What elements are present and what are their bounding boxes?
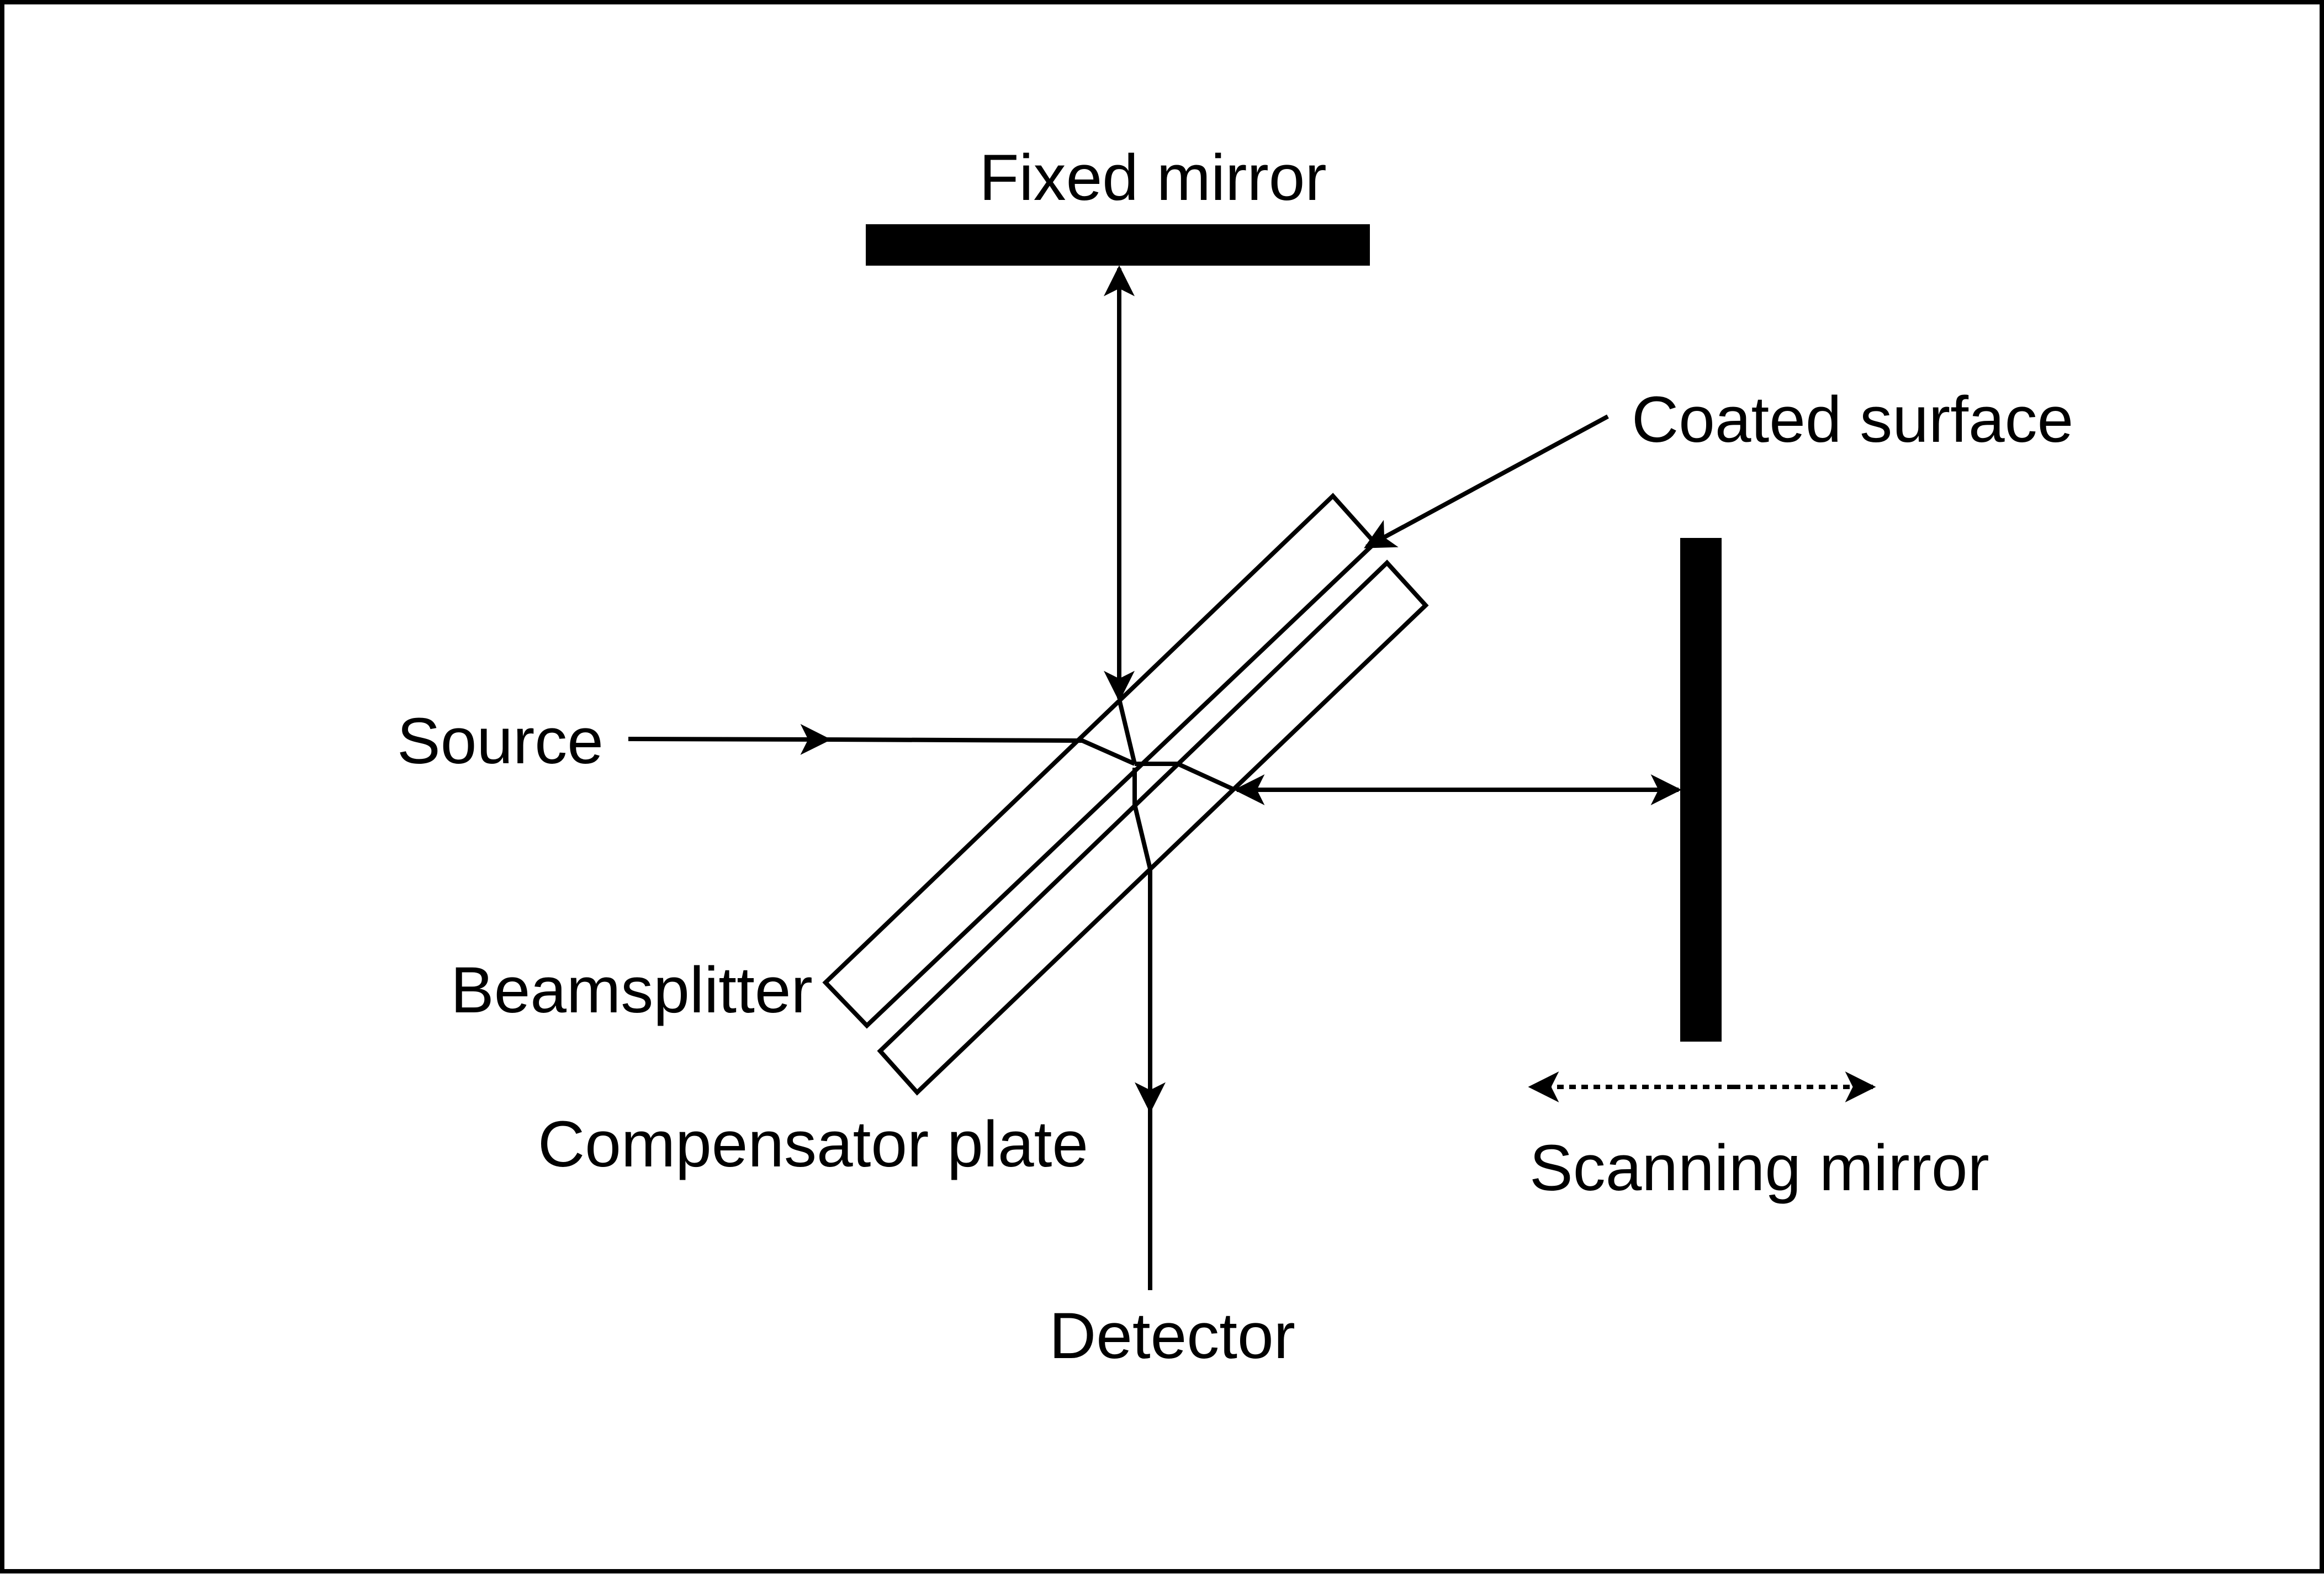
source-label: Source xyxy=(397,705,604,778)
detector-beam-inner xyxy=(1132,768,1152,939)
beamsplitter-plate xyxy=(822,493,1378,1029)
fixed-mirror xyxy=(866,224,1370,266)
coated-surface-pointer xyxy=(1364,414,1609,549)
beamsplitter-label: Beamsplitter xyxy=(451,954,813,1027)
compensator-plate-label: Compensator plate xyxy=(538,1108,1088,1181)
scan-arm-inner xyxy=(1135,762,1236,792)
compensator-plate xyxy=(877,559,1429,1096)
fixed-arm-refraction xyxy=(1117,699,1137,764)
source-beam-inner xyxy=(822,737,1136,766)
source-beam xyxy=(628,724,832,755)
detector-label: Detector xyxy=(1049,1300,1295,1372)
scanning-mirror xyxy=(1680,538,1722,1042)
fixed-mirror-label: Fixed mirror xyxy=(979,141,1326,214)
coated-surface-label: Coated surface xyxy=(1632,383,2073,456)
scanning-mirror-label: Scanning mirror xyxy=(1529,1132,1989,1205)
